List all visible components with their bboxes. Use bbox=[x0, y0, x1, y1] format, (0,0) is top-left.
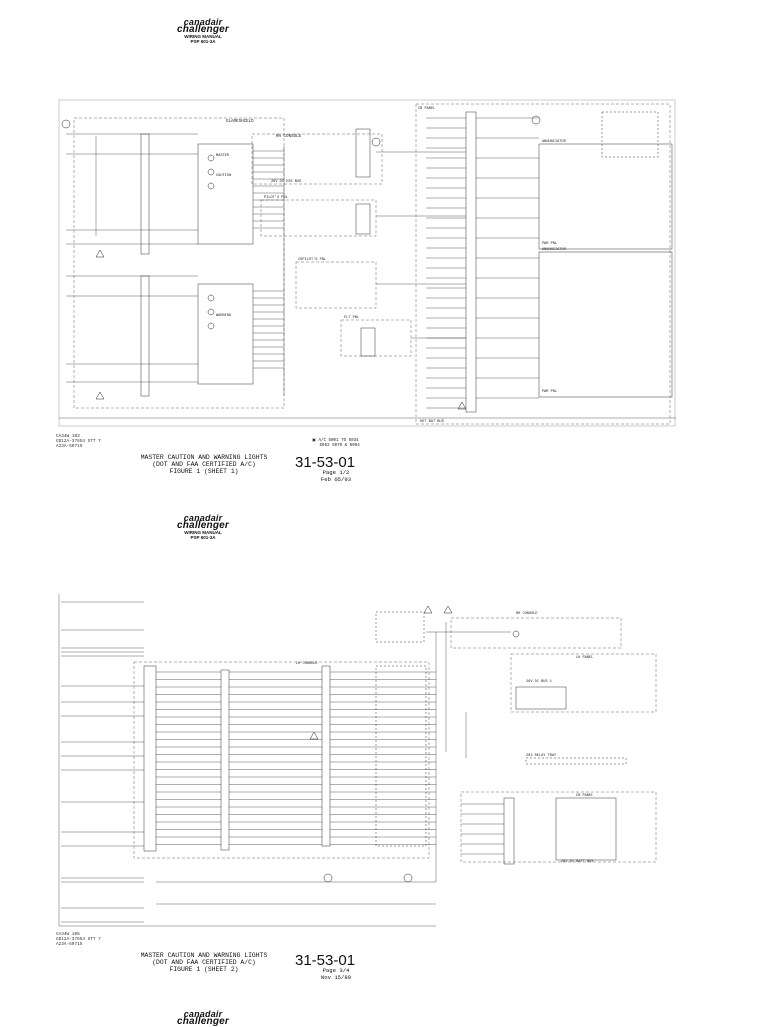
lamp-symbol bbox=[531, 115, 541, 125]
ground-symbol bbox=[95, 391, 105, 400]
figure-title-sheet-2: MASTER CAUTION AND WARNING LIGHTS (DOT A… bbox=[124, 952, 284, 974]
lamp-symbol bbox=[207, 308, 215, 316]
chapter-code-sheet-2: 31-53-01 bbox=[295, 952, 356, 969]
label-annunciator-1: ANNUNCIATOR bbox=[542, 140, 567, 144]
page-sheet-2: canadair challenger WIRING MANUAL PSP 60… bbox=[0, 500, 768, 1000]
page-sheet-1: canadair challenger WIRING MANUAL PSP 60… bbox=[0, 0, 768, 483]
page-date: Feb 05/93 bbox=[320, 475, 352, 483]
symbol-group bbox=[309, 605, 520, 883]
legend-sheet-1: ▣ A/C 5001 TO 5034 5052 5070 & 5094 bbox=[312, 439, 360, 450]
label-bus2: 28V DC BATT BUS bbox=[561, 860, 593, 864]
label-copilot-pnl: COPILOT'S PNL bbox=[298, 257, 326, 262]
label-hot-bat: HOT BAT BUS bbox=[420, 420, 444, 424]
page-info-sheet-1: Page 1/2 Feb 05/93 bbox=[306, 469, 366, 483]
title-line: (DOT AND FAA CERTIFIED A/C) bbox=[152, 461, 256, 469]
lamp-symbol bbox=[207, 168, 215, 176]
brand-line2: challenger bbox=[176, 520, 230, 531]
label-pwr-pnl-2: PWR PNL bbox=[542, 390, 557, 394]
label-lh-console: LH CONSOLE bbox=[296, 662, 318, 666]
label-rh-console: RH CONSOLE bbox=[516, 612, 538, 616]
label-bus1: 28V DC BUS 1 bbox=[526, 680, 552, 684]
legend-line: 5052 5070 & 5094 bbox=[319, 444, 360, 449]
footnote-sheet-2: CA34W 105 GD12A-37654 STT 7 A23A-50715 bbox=[56, 932, 101, 948]
label-caution: CAUTION bbox=[216, 174, 231, 178]
ground-symbol bbox=[95, 249, 105, 258]
title-line: MASTER CAUTION AND WARNING LIGHTS bbox=[140, 454, 268, 461]
label-pwr-pnl-1: PWR PNL bbox=[542, 242, 557, 246]
brand-line2: challenger bbox=[176, 24, 230, 35]
manual-name: WIRING MANUAL bbox=[184, 34, 222, 39]
footnote-sheet-1: CA34W 103 GD12A-37654 STT 7 A23A-50715 bbox=[56, 434, 101, 450]
left-wire-group bbox=[66, 133, 285, 396]
title-line: (DOT AND FAA CERTIFIED A/C) bbox=[152, 959, 256, 967]
brand-line1: canadair bbox=[183, 17, 223, 27]
ground-symbol bbox=[309, 731, 319, 740]
wiring-diagram-sheet-1: GLARESHIELD RH CONSOLE 28V DC ESS BUS PI… bbox=[58, 99, 676, 427]
label-lh-panel: LH PANEL bbox=[576, 656, 593, 660]
page-number: Page 1/2 bbox=[322, 469, 350, 476]
page-info-sheet-2: Page 3/4 Nov 15/89 bbox=[306, 967, 366, 981]
page-sheet-3-header: canadair challenger bbox=[0, 1008, 768, 1027]
ground-symbol bbox=[457, 401, 467, 410]
label-bus: 28V DC ESS BUS bbox=[271, 180, 301, 184]
label-flt-pnl: FLT PNL bbox=[344, 316, 359, 320]
label-annunciator-2: ANNUNCIATOR bbox=[542, 248, 567, 252]
doc-number: PSP 601-3A bbox=[190, 39, 216, 44]
lamp-symbol bbox=[371, 137, 381, 147]
brand-line1: canadair bbox=[183, 1009, 223, 1019]
footnote-line: A23A-50715 bbox=[56, 444, 83, 450]
ground-symbol bbox=[423, 605, 433, 614]
label-master: MASTER bbox=[216, 154, 230, 158]
header-logo: canadair challenger WIRING MANUAL PSP 60… bbox=[143, 17, 263, 45]
lamp-symbol bbox=[403, 873, 413, 883]
title-line: FIGURE 1 (SHEET 1) bbox=[169, 468, 239, 476]
lamp-symbol bbox=[207, 322, 215, 330]
label-relay-tray: 203 RELAY TRAY bbox=[526, 754, 557, 758]
lamp-symbol bbox=[61, 119, 71, 129]
lamp-symbol bbox=[207, 154, 215, 162]
manual-name: WIRING MANUAL bbox=[184, 530, 222, 535]
title-line: MASTER CAUTION AND WARNING LIGHTS bbox=[140, 952, 268, 959]
footnote-line: A23A-50715 bbox=[56, 942, 83, 948]
label-warning: WARNING bbox=[216, 314, 231, 318]
footnote-line: GD12A-37654 STT 7 bbox=[56, 937, 101, 943]
chapter-code-sheet-1: 31-53-01 bbox=[295, 454, 356, 471]
brand-line1: canadair bbox=[183, 513, 223, 523]
doc-number: PSP 601-3A bbox=[190, 535, 216, 540]
wiring-diagram-sheet-2: LH CONSOLE RH CONSOLE LH PANEL 28V DC BU… bbox=[58, 594, 657, 927]
legend-line: ▣ A/C 5001 TO 5034 bbox=[312, 439, 359, 443]
title-line: FIGURE 1 (SHEET 2) bbox=[169, 966, 239, 974]
page-date: Nov 15/89 bbox=[320, 973, 352, 981]
symbol-group bbox=[61, 115, 541, 410]
brand-line2: challenger bbox=[176, 1016, 230, 1027]
footnote-line: CA34W 105 bbox=[56, 932, 80, 937]
header-logo: canadair challenger WIRING MANUAL PSP 60… bbox=[143, 513, 263, 541]
footnote-line: CA34W 103 bbox=[56, 434, 80, 439]
lamp-symbol bbox=[323, 873, 333, 883]
lamp-symbol bbox=[207, 294, 215, 302]
ground-symbol bbox=[443, 605, 453, 614]
right-wire-group bbox=[59, 117, 676, 419]
footnote-line: GD12A-37654 STT 7 bbox=[56, 439, 101, 445]
lamp-symbol bbox=[207, 182, 215, 190]
lamp-group bbox=[207, 154, 215, 330]
figure-title-sheet-1: MASTER CAUTION AND WARNING LIGHTS (DOT A… bbox=[124, 454, 284, 476]
label-pilot-pnl: PILOT'S PNL bbox=[264, 195, 288, 200]
label-cb-panel: CB PANEL bbox=[576, 794, 593, 798]
header-logo: canadair challenger bbox=[143, 1009, 263, 1027]
page-number: Page 3/4 bbox=[322, 967, 350, 974]
label-cb-pnl: CB PANEL bbox=[418, 107, 435, 111]
wire-group bbox=[58, 594, 511, 927]
label-glareshield: GLARESHIELD bbox=[226, 120, 254, 124]
label-rh-console: RH CONSOLE bbox=[276, 135, 302, 139]
lamp-symbol bbox=[512, 630, 520, 638]
